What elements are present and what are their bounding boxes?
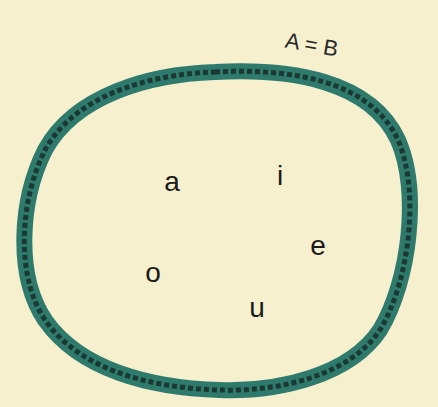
vowel-letter: a bbox=[164, 168, 180, 196]
vowel-letter: i bbox=[277, 162, 283, 190]
cell-outline: a i e o u bbox=[14, 60, 420, 400]
membrane-outline bbox=[14, 60, 420, 400]
vowel-letter: o bbox=[145, 259, 161, 287]
equation-label: A = B bbox=[284, 30, 340, 61]
vowel-letter: e bbox=[310, 232, 326, 260]
vowel-letter: u bbox=[249, 294, 265, 322]
